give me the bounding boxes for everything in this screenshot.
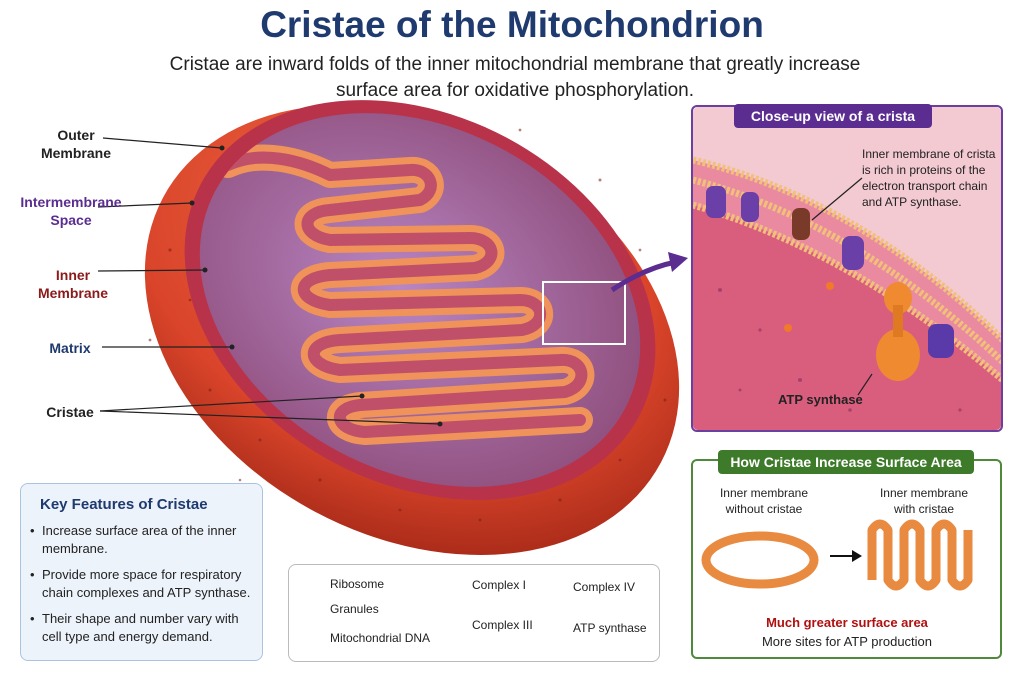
folded-membrane-shape xyxy=(867,519,973,591)
label-intermembrane-space: Intermembrane Space xyxy=(20,194,122,228)
legend-complex-3: Complex III xyxy=(472,618,533,632)
legend-atp-synthase: ATP synthase xyxy=(573,621,647,635)
atp-synthase-label: ATP synthase xyxy=(778,392,863,407)
caption-with-cristae: Inner membrane with cristae xyxy=(879,486,969,516)
closeup-marker xyxy=(542,281,626,345)
legend-mtdna: Mitochondrial DNA xyxy=(330,631,431,645)
legend-granules: Granules xyxy=(330,602,379,616)
feature-item: Increase surface area of the inner membr… xyxy=(30,522,258,558)
surface-area-heading: How Cristae Increase Surface Area xyxy=(718,450,974,474)
page-subtitle: Cristae are inward folds of the inner mi… xyxy=(169,54,861,101)
key-features-title: Key Features of Cristae xyxy=(40,496,208,513)
atp-synthase-shape xyxy=(876,329,920,381)
page-title: Cristae of the Mitochondrion xyxy=(260,4,764,45)
legend-panel xyxy=(288,564,660,662)
label-inner-membrane: Inner Membrane xyxy=(37,267,109,301)
plain-membrane-shape xyxy=(701,531,819,589)
closeup-heading: Close-up view of a crista xyxy=(734,104,932,128)
feature-item: Their shape and number vary with cell ty… xyxy=(30,610,258,646)
cristae-folds xyxy=(215,144,595,445)
label-outer-membrane: Outer Membrane xyxy=(40,127,112,161)
label-cristae: Cristae xyxy=(46,404,94,420)
feature-item: Provide more space for respiratory chain… xyxy=(30,566,258,602)
legend-complex-1: Complex I xyxy=(472,578,527,592)
caption-without-cristae: Inner membrane without cristae xyxy=(719,486,809,516)
legend-complex-4: Complex IV xyxy=(573,580,636,594)
label-matrix: Matrix xyxy=(49,340,91,356)
surface-area-detail: More sites for ATP production xyxy=(761,634,933,649)
legend-ribosome: Ribosome xyxy=(330,577,385,591)
closeup-note: Inner membrane of crista is rich in prot… xyxy=(862,147,996,209)
surface-area-highlight: Much greater surface area xyxy=(766,615,928,630)
